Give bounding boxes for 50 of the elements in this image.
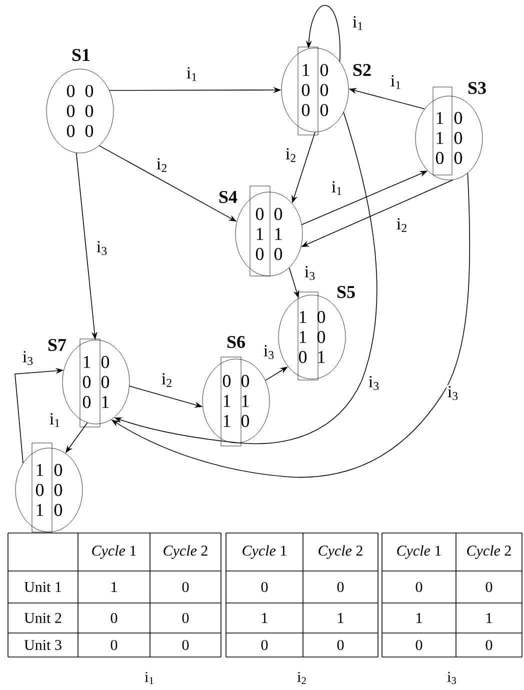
table-cell: 0 [486, 582, 492, 592]
table-cell: 1 [416, 613, 422, 623]
table-cell: Cycle 1 [92, 545, 136, 559]
table-cell: Cycle 2 [467, 545, 511, 559]
edge-label: i$_{1}$ [48, 412, 62, 428]
edge-label: i$_{1}$ [389, 74, 403, 90]
state-label: S3 [468, 82, 486, 94]
edge-label: i$_{1}$ [185, 66, 199, 82]
table-cell: 0 [337, 582, 344, 592]
table-cell: Cycle 2 [318, 545, 362, 559]
edge-label: i$_{3}$ [95, 240, 109, 256]
edge-label: i$_{1}$ [351, 15, 365, 31]
table-cell: 0 [261, 640, 268, 650]
table-cell: Cycle 1 [397, 545, 441, 559]
table-cell: 1 [262, 613, 268, 623]
edge-label: i$_{2}$ [284, 147, 298, 163]
state-label: S6 [227, 336, 245, 348]
edge-label: i$_{3}$ [303, 265, 317, 281]
table-cell: Cycle 2 [164, 545, 208, 559]
edge-label: i$_{2}$ [160, 372, 174, 388]
table-cell: 0 [182, 582, 189, 592]
table-cell: 0 [416, 582, 422, 592]
table-cell: 0 [110, 612, 118, 624]
edge-label: i$_{2}$ [155, 157, 169, 173]
state-label: S4 [219, 190, 238, 204]
table-cell: 0 [337, 640, 344, 650]
table-cell: 0 [416, 640, 422, 650]
state-label: S2 [353, 64, 371, 76]
table-caption: i$_{1}$ [144, 672, 154, 684]
state-label: S1 [72, 48, 90, 62]
table-cell: 0 [261, 582, 268, 592]
table-cell: 0 [486, 640, 492, 650]
table-cell: 0 [182, 640, 189, 650]
edge-label: i$_{3}$ [446, 385, 460, 401]
table-cell: 0 [110, 640, 118, 650]
table-caption: i$_{2}$ [297, 672, 306, 684]
edge-label: i$_{2}$ [395, 217, 409, 233]
table-cell: 1 [486, 613, 492, 623]
state-label: S5 [337, 286, 355, 298]
edge-label: i$_{1}$ [330, 180, 344, 196]
table-cell: Unit 2 [24, 612, 62, 624]
table-cell: Unit 1 [24, 582, 62, 592]
table-cell: 1 [338, 613, 344, 623]
edge-label: i$_{3}$ [367, 375, 381, 391]
table-cell: Cycle 1 [242, 545, 286, 559]
table-cell: Unit 3 [24, 640, 62, 650]
table-cell: 0 [182, 612, 189, 624]
table-cell: 1 [112, 582, 117, 592]
edge-label: i$_{3}$ [21, 350, 35, 366]
table-caption: i$_{3}$ [447, 672, 456, 684]
